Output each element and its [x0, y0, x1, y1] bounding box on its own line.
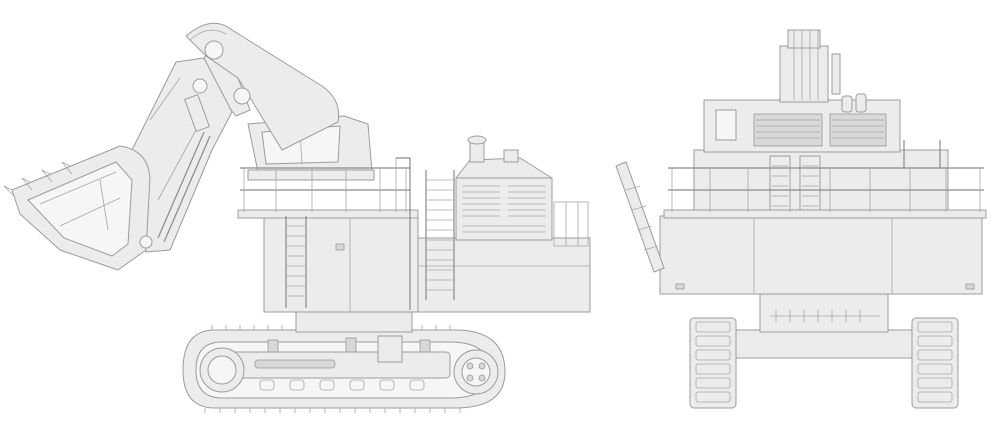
- rear-swing-ring: [759, 293, 889, 333]
- rear-handrail: [663, 140, 987, 219]
- rear-counterweight: [659, 215, 983, 295]
- rear-carbody: [735, 329, 913, 359]
- side-view-excavator: [3, 22, 591, 413]
- side-handrail: [237, 157, 419, 310]
- side-bucket: [3, 145, 153, 271]
- side-crawler-track: [182, 325, 506, 413]
- rear-access-ladder: [615, 161, 665, 273]
- rear-track-left: [689, 317, 737, 409]
- rear-track-right: [911, 317, 959, 409]
- rear-view-excavator: [615, 29, 987, 409]
- rear-machinery-house: [693, 29, 949, 217]
- side-stairway: [425, 170, 455, 300]
- side-ladder-left: [285, 216, 307, 308]
- side-swing-ring: [295, 309, 413, 333]
